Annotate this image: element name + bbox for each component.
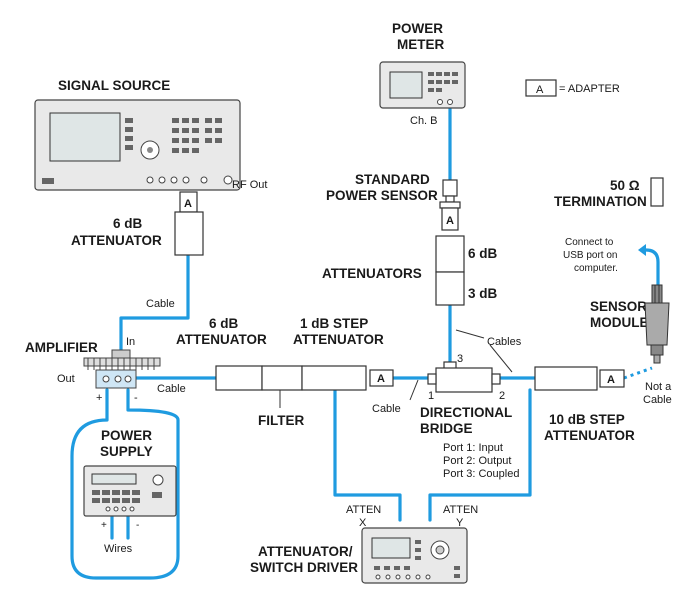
- attenuator-6db-c: [435, 235, 465, 273]
- attenuator-6db-b-value: 6 dB: [209, 316, 239, 331]
- directional-bridge: [427, 361, 501, 393]
- ps-plus-label: +: [101, 520, 107, 531]
- sensor-module-label-2: MODULE: [590, 315, 649, 330]
- amplifier-in-label: In: [126, 336, 135, 348]
- step-1db-label-2: ATTENUATOR: [293, 332, 384, 347]
- driver-label-2: SWITCH DRIVER: [250, 560, 358, 575]
- attenuator-3db: [435, 271, 465, 306]
- sensor-module-label-1: SENSOR: [590, 299, 647, 314]
- cable-label-a: Cable: [146, 298, 175, 310]
- attenuator-6db-c-label: 6 dB: [468, 246, 498, 261]
- cable-label-b: Cable: [157, 383, 186, 395]
- svg-text:A: A: [377, 373, 385, 385]
- signal-source-device: [34, 99, 241, 191]
- termination-50ohm: [650, 177, 664, 207]
- adapter-10db-step: A: [599, 369, 625, 388]
- cable-sensor-module-usb: [644, 248, 660, 287]
- adapter-legend-text: = ADAPTER: [559, 83, 620, 95]
- attenuators-label: ATTENUATORS: [322, 266, 422, 281]
- step-attenuator-10db: [534, 366, 598, 391]
- port-2-label: 2: [499, 390, 505, 402]
- power-supply-label-2: SUPPLY: [100, 444, 153, 459]
- amplifier-minus-label: -: [134, 392, 138, 404]
- cables-label: Cables: [487, 336, 522, 348]
- filter-label: FILTER: [258, 413, 304, 428]
- attenuator-6db-a-value: 6 dB: [113, 216, 143, 231]
- amplifier-label: AMPLIFIER: [25, 340, 98, 355]
- port-1-label: 1: [428, 390, 434, 402]
- step-10db-label-1: 10 dB STEP: [549, 412, 625, 427]
- attenuator-3db-label: 3 dB: [468, 286, 498, 301]
- not-a-cable-dots: [623, 366, 653, 380]
- port-desc-2: Port 2: Output: [443, 455, 511, 467]
- attenuator-6db-a: [174, 211, 204, 256]
- cable-amp-power-loop: [70, 388, 180, 580]
- filter-box: [261, 365, 303, 391]
- std-sensor-label-2: POWER SENSOR: [326, 188, 438, 203]
- usb-note-1: Connect to: [565, 237, 614, 248]
- sensor-module-device: [644, 284, 670, 364]
- usb-note-3: computer.: [574, 263, 618, 274]
- termination-label-2: TERMINATION: [554, 194, 647, 209]
- not-a-cable-label-2: Cable: [643, 394, 672, 406]
- ps-minus-label: -: [136, 520, 139, 531]
- amplifier-plus-label: +: [96, 392, 102, 404]
- cables: [70, 106, 660, 580]
- not-a-cable-label-1: Not a: [645, 381, 672, 393]
- adapter-1db-step: A: [369, 369, 394, 387]
- adapter-sensor: A: [441, 207, 459, 231]
- rf-out-label: RF Out: [232, 179, 267, 191]
- attenuator-6db-b: [215, 365, 263, 391]
- usb-arrow-icon: [638, 244, 646, 256]
- attenuator-6db-b-label: ATTENUATOR: [176, 332, 267, 347]
- svg-text:A: A: [446, 215, 454, 227]
- power-meter-label-2: METER: [397, 37, 445, 52]
- std-sensor-label-1: STANDARD: [355, 172, 430, 187]
- amplifier-device: [83, 349, 161, 389]
- termination-label-1: 50 Ω: [610, 178, 640, 193]
- directional-bridge-label-1: DIRECTIONAL: [420, 405, 512, 420]
- amplifier-out-label: Out: [57, 373, 75, 385]
- svg-text:A: A: [184, 198, 192, 210]
- signal-source-label: SIGNAL SOURCE: [58, 78, 170, 93]
- adapter-legend-box: A: [525, 79, 557, 97]
- attenuator-6db-a-label: ATTENUATOR: [71, 233, 162, 248]
- power-meter-label-1: POWER: [392, 21, 443, 36]
- atten-x-label-2: X: [359, 517, 367, 529]
- adapter-source: A: [179, 191, 198, 213]
- svg-text:A: A: [607, 374, 615, 386]
- standard-power-sensor: [439, 179, 461, 209]
- svg-text:A: A: [536, 84, 544, 96]
- port-3-label: 3: [457, 353, 463, 365]
- cable-10db-step-to-driver: [428, 388, 532, 522]
- step-attenuator-1db: [301, 365, 367, 391]
- atten-x-label-1: ATTEN: [346, 504, 381, 516]
- cable-1db-step-to-driver: [333, 388, 402, 522]
- port-desc-3: Port 3: Coupled: [443, 468, 519, 480]
- usb-note-2: USB port on: [563, 250, 617, 261]
- wires-label: Wires: [104, 543, 133, 555]
- port-desc-1: Port 1: Input: [443, 442, 503, 454]
- cable-attenuator-to-amplifier: [119, 253, 190, 352]
- ch-b-label: Ch. B: [410, 115, 438, 127]
- directional-bridge-label-2: BRIDGE: [420, 421, 473, 436]
- power-meter-device: [379, 61, 466, 109]
- power-supply-device: [83, 465, 177, 517]
- atten-y-label-1: ATTEN: [443, 504, 478, 516]
- driver-label-1: ATTENUATOR/: [258, 544, 353, 559]
- power-supply-label-1: POWER: [101, 428, 152, 443]
- cable-label-c: Cable: [372, 403, 401, 415]
- atten-y-label-2: Y: [456, 517, 464, 529]
- step-1db-label-1: 1 dB STEP: [300, 316, 368, 331]
- step-10db-label-2: ATTENUATOR: [544, 428, 635, 443]
- switch-driver-device: [361, 527, 468, 584]
